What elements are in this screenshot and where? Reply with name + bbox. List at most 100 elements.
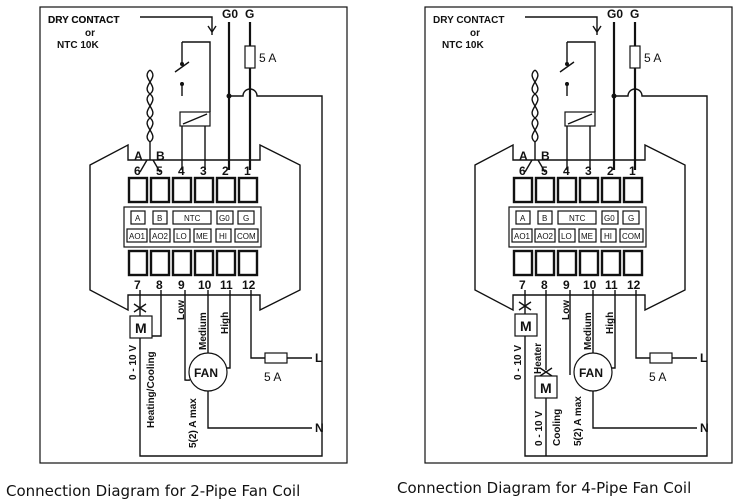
speed-low-label: Low [561, 300, 572, 320]
controller-housing [474, 143, 686, 312]
contact-label-dry: DRY CONTACT [48, 15, 119, 26]
top-fuse-rating: 5 A [259, 51, 276, 65]
supply-g0-label: G0 [222, 7, 238, 21]
mode-heating-cooling-label: Heating/Cooling [146, 351, 157, 428]
contact-label-or: or [470, 28, 480, 39]
dry-contact-wiring [525, 16, 602, 170]
heater-signal-label: 0 - 10 V [513, 345, 524, 380]
bottom-fuse-rating: 5 A [264, 370, 281, 384]
term-num-12: 12 [242, 278, 256, 292]
term-num-4: 4 [178, 164, 185, 178]
line-l-label: L [315, 351, 322, 365]
strip-label-com: COM [622, 232, 641, 241]
strip-label-b: B [157, 214, 162, 223]
term-num-11: 11 [605, 278, 618, 292]
strip-label-ao2: AO2 [537, 232, 554, 241]
load-wiring [514, 290, 708, 457]
term-num-4: 4 [563, 164, 570, 178]
term-num-6: 6 [134, 164, 141, 178]
speed-high-label: High [220, 312, 231, 334]
strip-label-g0: G0 [219, 214, 230, 223]
top-terminal-row [512, 176, 644, 204]
speed-high-label: High [605, 312, 616, 334]
term-num-12: 12 [627, 278, 641, 292]
term-num-2: 2 [607, 164, 614, 178]
contact-label-ntc: NTC 10K [442, 40, 484, 51]
strip-label-com: COM [237, 232, 256, 241]
power-supply-wiring [611, 22, 708, 428]
letter-a: A [519, 149, 528, 163]
strip-label-me: ME [581, 232, 593, 241]
cooling-signal-label: 0 - 10 V [534, 411, 545, 446]
strip-label-g0: G0 [604, 214, 615, 223]
strip-label-hi: HI [219, 232, 227, 241]
cooling-mode-label: Cooling [552, 409, 563, 446]
strip-label-b: B [542, 214, 547, 223]
top-fuse [629, 45, 641, 69]
letter-b: B [541, 149, 550, 163]
term-num-3: 3 [200, 164, 207, 178]
diagram-2-pipe: DRY CONTACT or NTC 10K G0 G 5 A A B 6 5 … [6, 5, 349, 500]
strip-label-g: G [628, 214, 634, 223]
strip-label-hi: HI [604, 232, 612, 241]
strip-label-a: A [520, 214, 526, 223]
bottom-fuse-rating: 5 A [649, 370, 666, 384]
term-num-10: 10 [583, 278, 597, 292]
top-fuse-rating: 5 A [644, 51, 661, 65]
panel-frame [424, 6, 733, 464]
contact-label-dry: DRY CONTACT [433, 15, 504, 26]
diagram-4-pipe: DRY CONTACT or NTC 10K G0 G 5 A A B 6 5 … [397, 6, 733, 497]
caption-2-pipe: Connection Diagram for 2-Pipe Fan Coil [6, 482, 300, 500]
caption-4-pipe: Connection Diagram for 4-Pipe Fan Coil [397, 479, 691, 497]
strip-label-ao2: AO2 [152, 232, 169, 241]
term-num-10: 10 [198, 278, 212, 292]
line-n-label: N [700, 421, 709, 435]
term-num-1: 1 [244, 164, 251, 178]
strip-label-a: A [135, 214, 141, 223]
supply-g-label: G [245, 7, 254, 21]
strip-label-g: G [243, 214, 249, 223]
contact-label-or: or [85, 28, 95, 39]
supply-g-label: G [630, 7, 639, 21]
bottom-terminal-row [512, 249, 644, 277]
term-num-2: 2 [222, 164, 229, 178]
twisted-pair-cable [524, 69, 546, 173]
strip-label-ao1: AO1 [129, 232, 146, 241]
line-n-label: N [315, 421, 324, 435]
cooling-actuator-m-label: M [540, 380, 552, 396]
speed-medium-label: Medium [198, 312, 209, 350]
letter-b: B [156, 149, 165, 163]
signal-0-10v-label: 0 - 10 V [128, 345, 139, 380]
term-num-9: 9 [178, 278, 185, 292]
term-num-5: 5 [541, 164, 548, 178]
term-num-7: 7 [519, 278, 526, 292]
term-num-11: 11 [220, 278, 233, 292]
supply-g0-label: G0 [607, 7, 623, 21]
term-num-5: 5 [156, 164, 163, 178]
heater-actuator-m-label: M [520, 318, 532, 334]
fan-label: FAN [194, 366, 218, 380]
strip-label-ao1: AO1 [514, 232, 531, 241]
speed-medium-label: Medium [583, 312, 594, 350]
speed-low-label: Low [176, 300, 187, 320]
strip-label-lo: LO [561, 232, 572, 241]
heater-mode-label: Heater [533, 343, 544, 374]
term-num-8: 8 [156, 278, 163, 292]
fan-current-label: 5(2) A max [573, 396, 584, 446]
term-num-8: 8 [541, 278, 548, 292]
term-num-3: 3 [585, 164, 592, 178]
actuator-m-label: M [135, 320, 147, 336]
letter-a: A [134, 149, 143, 163]
heater-actuator [514, 313, 538, 337]
strip-label-ntc: NTC [569, 214, 586, 223]
term-num-7: 7 [134, 278, 141, 292]
fan-label: FAN [579, 366, 603, 380]
strip-label-me: ME [196, 232, 208, 241]
strip-label-lo: LO [176, 232, 187, 241]
term-num-6: 6 [519, 164, 526, 178]
fan-current-label: 5(2) A max [188, 398, 199, 448]
line-l-label: L [700, 351, 707, 365]
term-num-9: 9 [563, 278, 570, 292]
strip-label-ntc: NTC [184, 214, 201, 223]
